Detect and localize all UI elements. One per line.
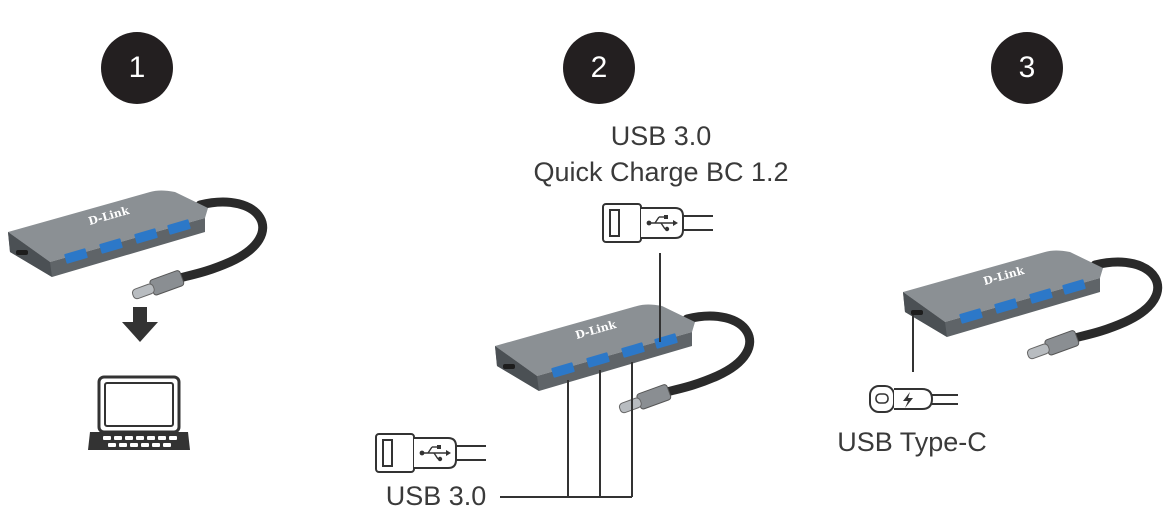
usb-c-plug-icon	[869, 385, 958, 413]
step-number: 1	[128, 51, 146, 84]
connector-lines-bottom	[500, 362, 633, 498]
step3-label: USB Type-C	[837, 427, 987, 457]
usb-hub-3	[903, 251, 1158, 363]
usb-a-plug-icon	[375, 433, 487, 473]
step2-bottom-label: USB 3.0	[385, 481, 487, 511]
down-arrow-icon	[122, 307, 158, 342]
step-number: 3	[1018, 51, 1036, 84]
usb-a-plug-icon	[602, 203, 714, 243]
label-usb30: USB 3.0	[610, 121, 712, 151]
step-number: 2	[590, 51, 608, 84]
step-badge-2: 2	[563, 32, 635, 104]
usb-hub-2	[495, 305, 750, 417]
laptop-icon	[88, 375, 190, 450]
charge-bolt-icon	[903, 392, 913, 408]
step2-top-label: USB 3.0 Quick Charge BC 1.2	[506, 118, 816, 190]
step-badge-1: 1	[101, 32, 173, 104]
step-badge-3: 3	[991, 32, 1063, 104]
label-quick-charge: Quick Charge BC 1.2	[533, 157, 789, 187]
usb-hub-1	[8, 191, 263, 303]
